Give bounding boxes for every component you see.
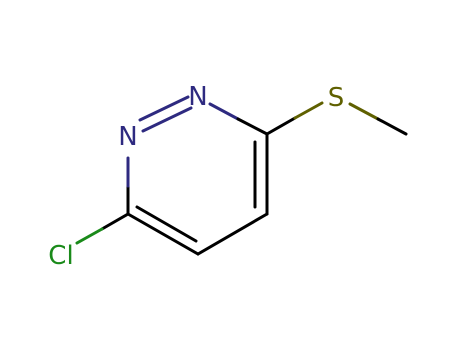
bond-c3-s-c-part <box>265 116 297 136</box>
atom-label-n2: N <box>188 82 207 112</box>
bond-s-ch3-c-part <box>376 117 408 136</box>
bond-n-n-double-a <box>138 95 190 122</box>
bond-n2-c3-n-part <box>208 102 240 121</box>
bond-c5-c6 <box>126 212 200 256</box>
atom-label-cl: Cl <box>48 241 73 271</box>
bond-c5-c6-inner <box>135 205 198 243</box>
bond-c6-cl-c-part <box>100 212 130 231</box>
atom-label-n1: N <box>118 122 137 152</box>
bond-c3-s-s-part <box>293 101 324 120</box>
bond-c4-c5 <box>196 212 269 256</box>
bond-s-ch3-s-part <box>348 102 380 121</box>
atom-label-s: S <box>328 83 345 113</box>
bonds <box>75 95 408 256</box>
bond-n2-c3-c-part <box>236 117 269 136</box>
bond-c6-cl-cl-part <box>75 227 104 245</box>
bond-n-n-double-b <box>141 106 193 133</box>
